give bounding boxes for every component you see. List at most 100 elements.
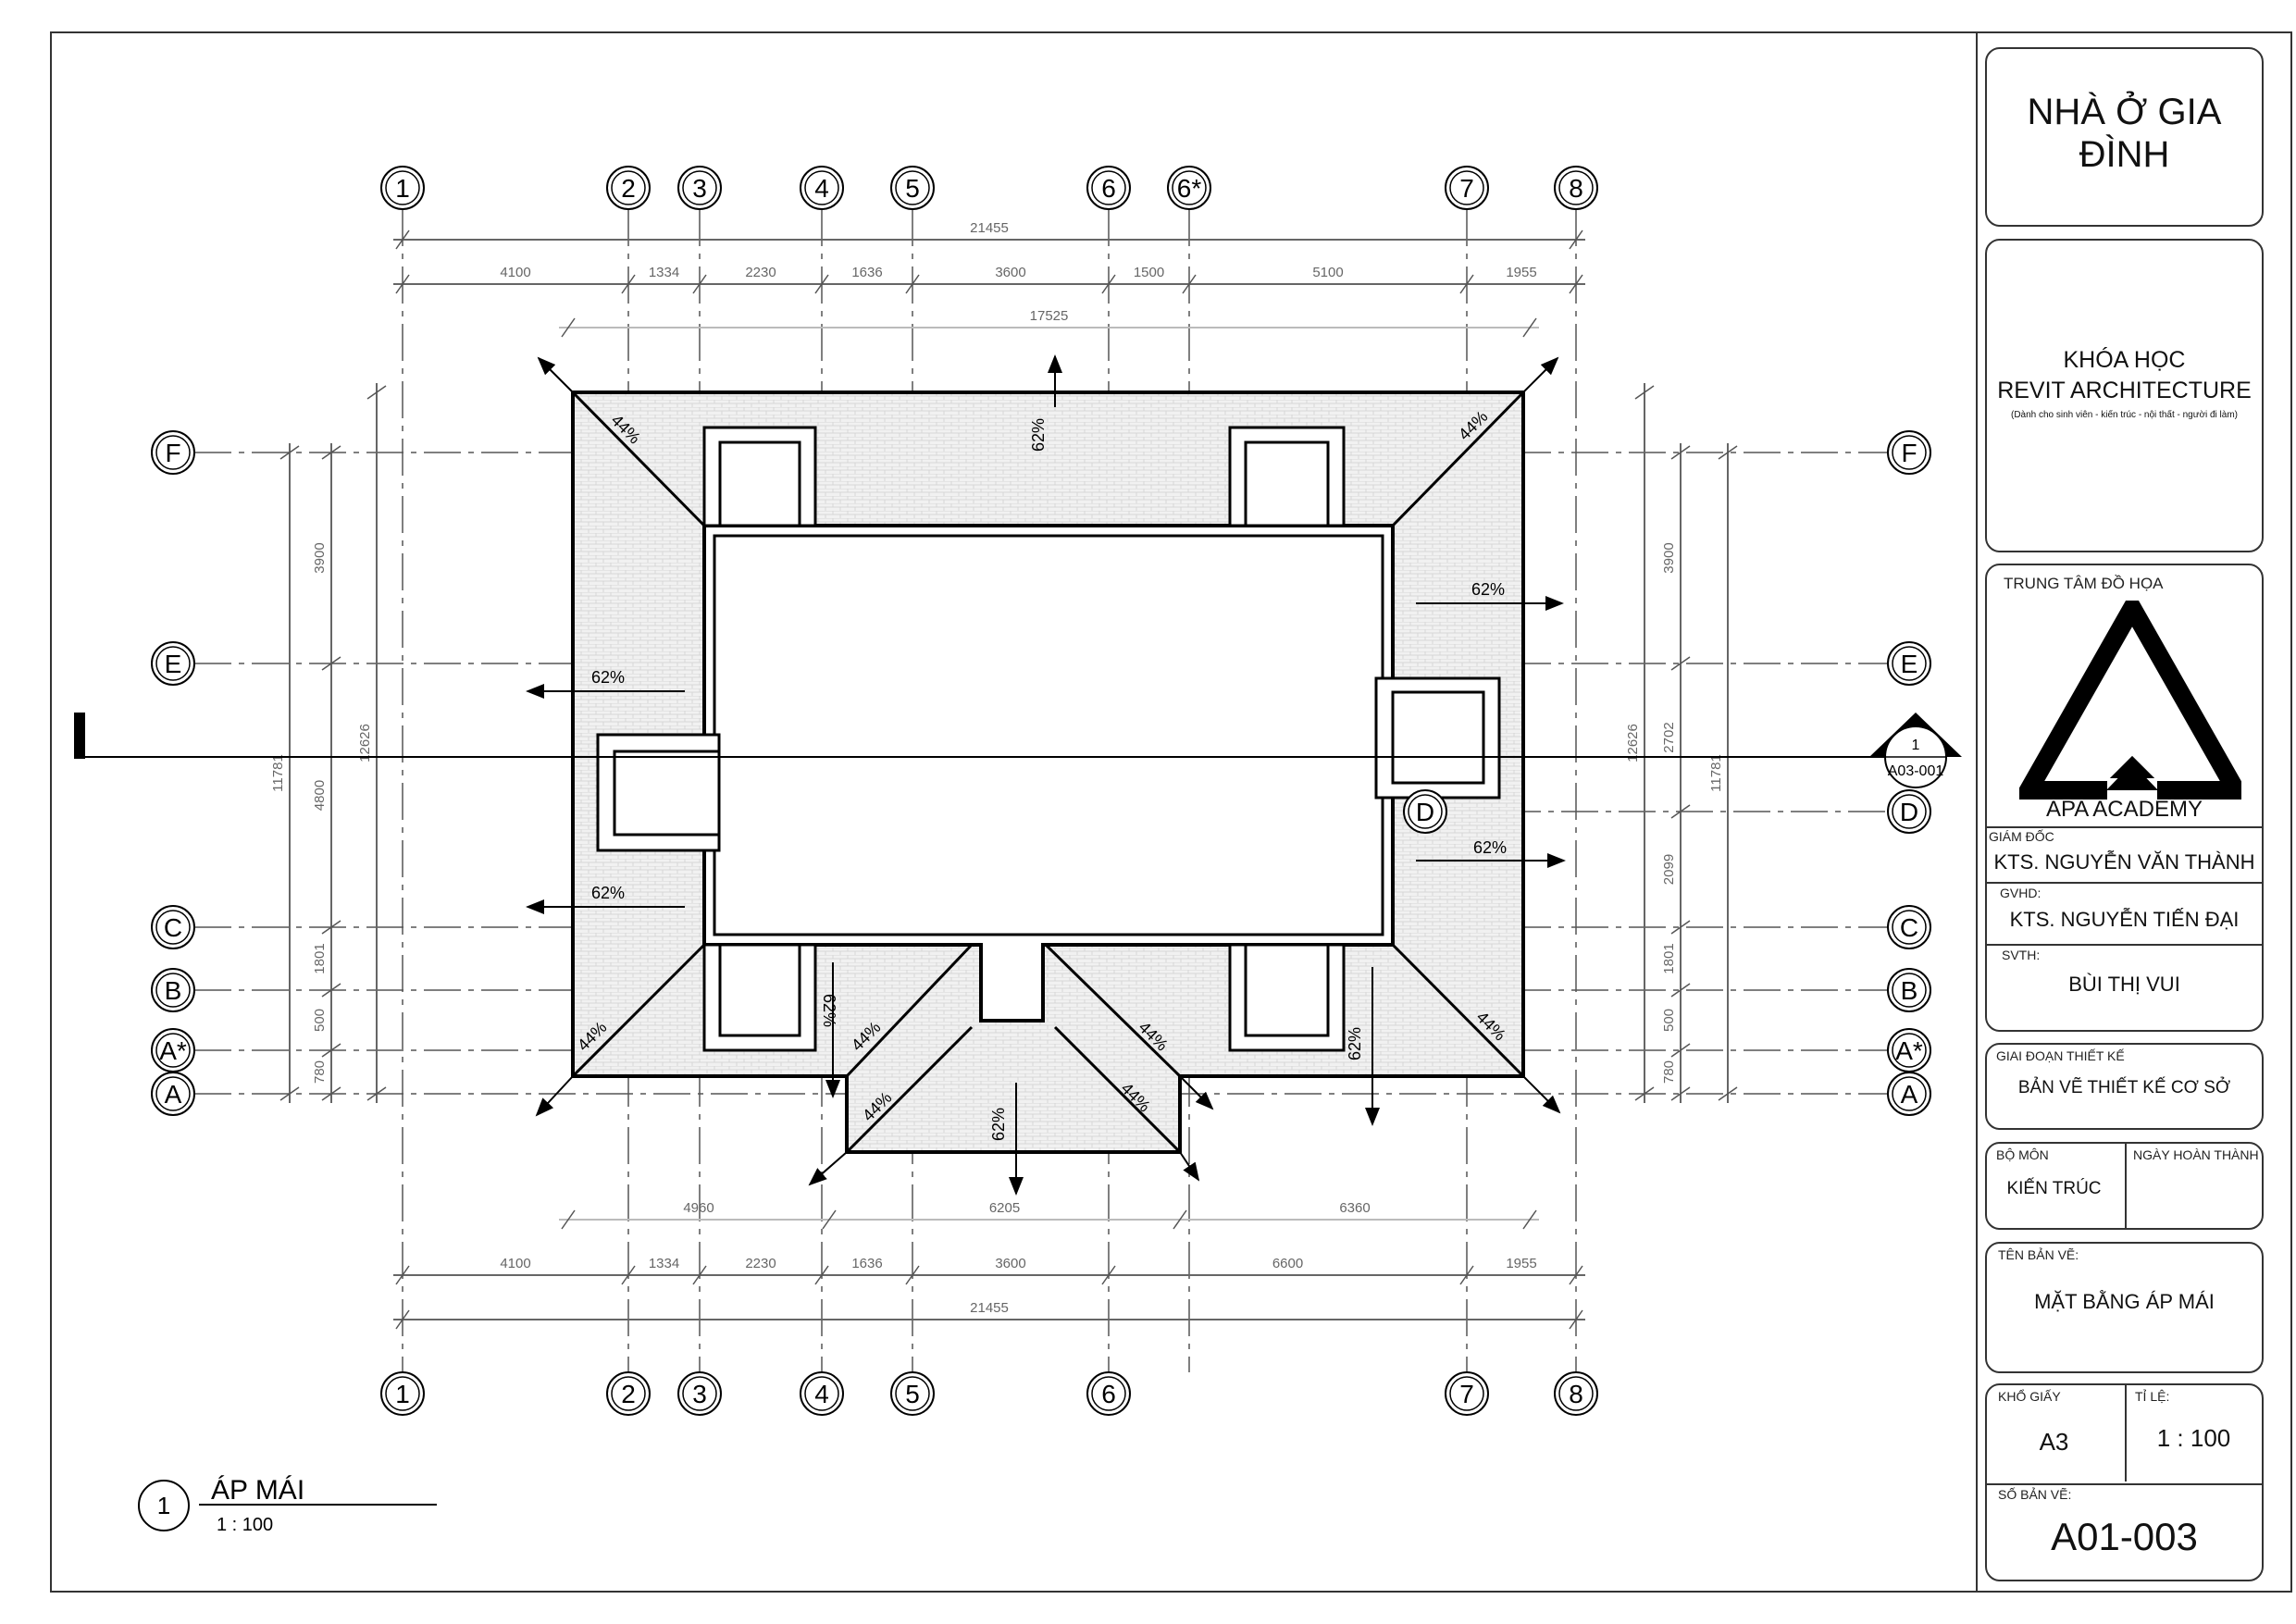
- dimension-tick: [279, 445, 300, 460]
- slope-label: 62%: [1471, 580, 1505, 599]
- grid-column-top-bubble: [800, 166, 844, 210]
- director-label: GIÁM ĐỐC: [1989, 829, 2054, 844]
- grid-column-top-bubble: [1167, 166, 1211, 210]
- grid-row-left-label: E: [165, 650, 182, 678]
- dimension-tick: [321, 656, 341, 671]
- grid-row-left-label: A: [165, 1080, 182, 1109]
- section-marker[interactable]: 1 A03-001: [74, 713, 1962, 788]
- grid-column-bottom-label: 8: [1569, 1380, 1583, 1408]
- sheet-name-value: MẶT BẰNG ÁP MÁI: [2034, 1290, 2215, 1313]
- grid-row-right-bubble: [1887, 968, 1931, 1012]
- grid-column-top-label: 8: [1569, 174, 1583, 203]
- dimension-text: 1801: [1661, 943, 1677, 973]
- grid-column-bottom-bubble: [1445, 1371, 1489, 1416]
- grid-column-bottom-bubble: [890, 1371, 935, 1416]
- dimension-text: 12626: [357, 724, 373, 762]
- grid-column-top-bubble: [380, 166, 425, 210]
- grid-column-top-label: 3: [692, 174, 707, 203]
- dimension-text: 1955: [1506, 265, 1536, 280]
- dimension-tick: [321, 920, 341, 935]
- course-box: KHÓA HỌC REVIT ARCHITECTURE (Dành cho si…: [1985, 239, 2264, 552]
- dormers: [596, 426, 1501, 1052]
- grid-column-bottom-label: 4: [814, 1380, 829, 1408]
- dimension-text: 1334: [649, 265, 679, 280]
- paper-value: A3: [2039, 1428, 2069, 1456]
- paper-label: KHỔ GIẤY: [1998, 1389, 2061, 1404]
- sheet-border: [50, 31, 2292, 1593]
- phase-box: GIAI ĐOẠN THIẾT KẾ BẢN VẼ THIẾT KẾ CƠ SỞ: [1985, 1043, 2264, 1130]
- grid-column-top-label: 2: [621, 174, 636, 203]
- dimension-tick: [1718, 1086, 1738, 1101]
- dimension-tick: [321, 983, 341, 998]
- grid-row-right-bubble: [1887, 1072, 1931, 1116]
- student-label: SVTH:: [2002, 948, 2041, 962]
- slope-label: 62%: [1029, 418, 1048, 452]
- grid-row-right-label: F: [1901, 439, 1917, 467]
- dimension-text: 11781: [1708, 754, 1724, 792]
- grid-row-right-bubble: [1887, 641, 1931, 686]
- grid-column-bottom-label: 3: [692, 1380, 707, 1408]
- grid-column-bottom-bubble: [677, 1371, 722, 1416]
- dimension-tick: [561, 317, 576, 338]
- dimension-tick: [1634, 1086, 1655, 1101]
- dimension-text: 3900: [1661, 542, 1677, 573]
- grid-row-right-label: B: [1901, 976, 1918, 1005]
- dimension-tick: [279, 1086, 300, 1101]
- grid-column-top-label: 6: [1101, 174, 1116, 203]
- phase-value: BẢN VẼ THIẾT KẾ CƠ SỞ: [2017, 1078, 2231, 1097]
- dimension-tick: [1670, 656, 1691, 671]
- advisor-label: GVHD:: [2000, 886, 2042, 900]
- dimension-text: 3900: [312, 542, 328, 573]
- dimension-tick: [1670, 1043, 1691, 1058]
- center-label: TRUNG TÂM ĐỒ HỌA: [2004, 575, 2164, 592]
- grid-row-left-label: B: [165, 976, 182, 1005]
- grid-row-right-bubble: [1887, 905, 1931, 949]
- sheet-name-box: TÊN BẢN VẼ: MẶT BẰNG ÁP MÁI: [1985, 1242, 2264, 1373]
- dimension-text: 17525: [1030, 308, 1069, 324]
- section-cut-start: [74, 713, 85, 759]
- grid-column-top-bubble: [677, 166, 722, 210]
- dimension-tick: [1569, 274, 1583, 294]
- phase-label: GIAI ĐOẠN THIẾT KẾ: [1996, 1048, 2125, 1063]
- grid-row-left-label: C: [164, 913, 182, 942]
- slope-label: 62%: [820, 994, 838, 1027]
- grid-row-right-bubble: [1887, 430, 1931, 475]
- dimension-tick: [395, 1265, 410, 1285]
- dimension-text: 500: [312, 1009, 328, 1032]
- grid-row-left-bubble: [151, 968, 195, 1012]
- grid-row-left-label: A*: [159, 1036, 187, 1065]
- grid-row-left-label: D: [1416, 798, 1434, 826]
- dimension-text: 21455: [970, 1300, 1009, 1316]
- grid-row-left-bubble: [1403, 789, 1447, 834]
- dimension-text: 500: [1661, 1009, 1677, 1032]
- slope-label: 62%: [1346, 1027, 1364, 1060]
- view-name: ÁP MÁI: [211, 1475, 304, 1506]
- completion-label: NGÀY HOÀN THÀNH: [2133, 1147, 2259, 1162]
- roof-hips: [571, 391, 1525, 1154]
- dimension-tick: [1670, 804, 1691, 819]
- department-label: BỘ MÔN: [1996, 1147, 2049, 1162]
- project-box: NHÀ Ở GIA ĐÌNH: [1985, 47, 2264, 227]
- dimension-tick: [395, 229, 410, 250]
- grid-column-top-bubble: [890, 166, 935, 210]
- dimension-tick: [395, 1309, 410, 1330]
- dimension-tick: [692, 274, 707, 294]
- dimension-tick: [1670, 983, 1691, 998]
- dimension-tick: [1718, 445, 1738, 460]
- logo-text: APA ACADEMY: [2046, 797, 2203, 822]
- grid-column-bottom-bubble: [1554, 1371, 1598, 1416]
- grid-column-bottom-label: 1: [395, 1380, 410, 1408]
- dimension-text: 780: [312, 1060, 328, 1084]
- roof: 44%44%62%62%62%62%62%62%44%44%44%44%44%4…: [526, 354, 1566, 1196]
- grid-column-bottom-bubble: [606, 1371, 651, 1416]
- dimension-text: 3600: [995, 1256, 1025, 1271]
- grid-column-top-label: 6*: [1177, 174, 1202, 203]
- dimension-tick: [1569, 1309, 1583, 1330]
- dimension-text: 1500: [1134, 265, 1164, 280]
- course-line2: REVIT ARCHITECTURE: [1997, 378, 2252, 403]
- dimension-tick: [1173, 1209, 1187, 1230]
- grid-column-top-bubble: [1445, 166, 1489, 210]
